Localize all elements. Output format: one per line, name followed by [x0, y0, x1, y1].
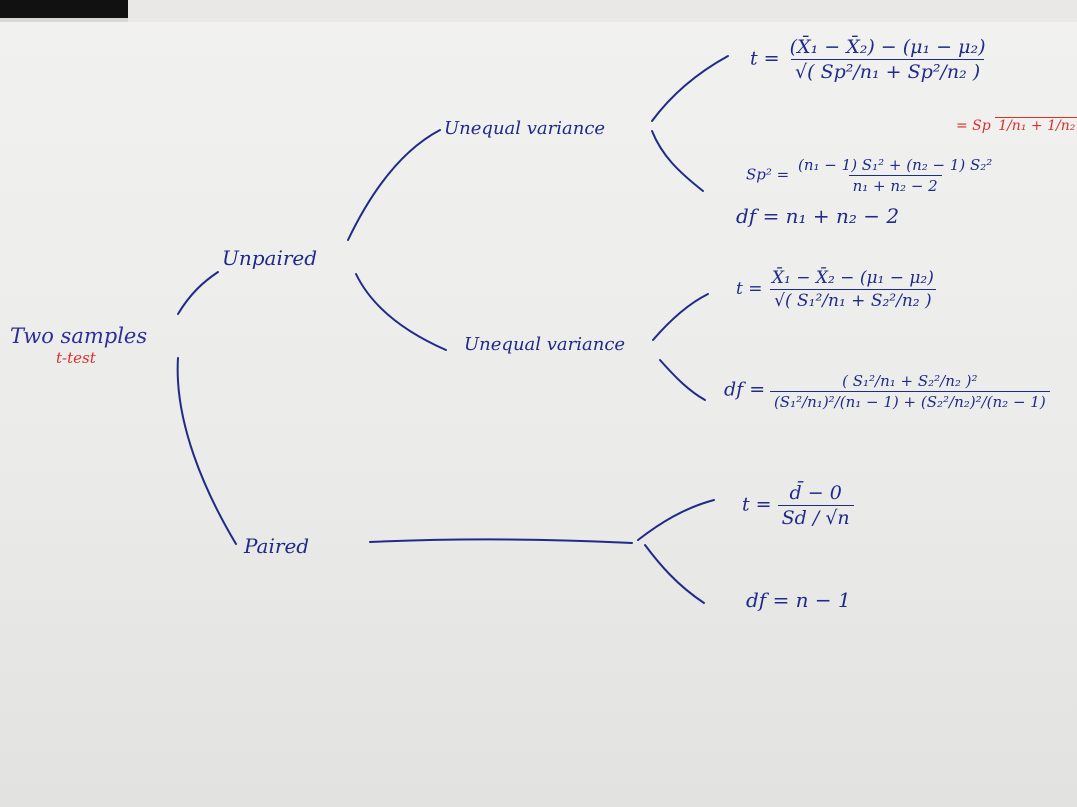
formula-t-welch: t = X̄₁ − X̄₂ − (μ₁ − μ₂) √( S₁²/n₁ + S₂… [736, 268, 938, 311]
formula-df-welch-lhs: df = [724, 378, 766, 401]
line-unequal-top-to-t [651, 55, 729, 122]
line-unequal-top-to-sp [651, 130, 704, 192]
line-root-to-unpaired [177, 271, 219, 315]
formula-t-paired-numerator: d̄ − 0 [789, 482, 842, 504]
formula-t-pooled-lhs: t = [750, 47, 780, 70]
line-unequal-bottom-to-df [659, 359, 706, 401]
fraction: X̄₁ − X̄₂ − (μ₁ − μ₂) √( S₁²/n₁ + S₂²/n₂… [768, 268, 938, 311]
line-paired-to-df [644, 544, 705, 604]
tree-connector-lines [176, 55, 729, 604]
alt-sqrt-term: 1/n₁ + 1/n₂ [995, 117, 1077, 134]
formula-t-welch-numerator: X̄₁ − X̄₂ − (μ₁ − μ₂) [771, 268, 934, 288]
formula-sp-lhs: Sp² = [746, 165, 790, 184]
formula-pooled-variance: Sp² = (n₁ − 1) S₁² + (n₂ − 1) S₂² n₁ + n… [746, 156, 996, 195]
fraction: (n₁ − 1) S₁² + (n₂ − 1) S₂² n₁ + n₂ − 2 [794, 156, 996, 195]
formula-t-welch-denominator: √( S₁²/n₁ + S₂²/n₂ ) [770, 289, 936, 311]
formula-t-paired-denominator: Sd / √n [777, 505, 854, 529]
alt-equals-sp: = Sp [956, 118, 991, 134]
node-unequal-variance-bottom: Unequal variance [464, 334, 626, 355]
formula-sp-numerator: (n₁ − 1) S₁² + (n₂ − 1) S₂² [798, 156, 993, 174]
line-root-to-paired [176, 357, 237, 545]
formula-sp-denominator: n₁ + n₂ − 2 [848, 175, 942, 195]
formula-df-pooled: df = n₁ + n₂ − 2 [736, 204, 900, 228]
formula-df-paired: df = n − 1 [746, 588, 851, 612]
node-unpaired: Unpaired [222, 246, 318, 270]
formula-t-welch-lhs: t = [736, 279, 763, 299]
node-unequal-variance-top: Unequal variance [444, 118, 606, 139]
dark-corner-edge [0, 0, 128, 18]
formula-t-pooled-alternative: = Sp 1/n₁ + 1/n₂ [956, 117, 1077, 134]
whiteboard-paper: Two samples t-test Unpaired Paired Unequ… [0, 22, 1077, 807]
formula-df-welch: df = ( S₁²/n₁ + S₂²/n₂ )² (S₁²/n₁)²/(n₁ … [724, 372, 1050, 411]
line-unpaired-to-unequal-top [347, 129, 441, 241]
formula-df-welch-numerator: ( S₁²/n₁ + S₂²/n₂ )² [842, 372, 978, 390]
root-node-subtitle: t-test [56, 349, 96, 367]
line-unpaired-to-unequal-bottom [355, 273, 447, 351]
formula-t-pooled: t = (X̄₁ − X̄₂) − (μ₁ − μ₂) √( Sp²/n₁ + … [750, 36, 990, 83]
formula-t-paired: t = d̄ − 0 Sd / √n [742, 482, 854, 529]
line-paired-to-split [369, 538, 633, 544]
line-paired-to-t [637, 499, 715, 541]
formula-t-pooled-denominator: √( Sp²/n₁ + Sp²/n₂ ) [791, 59, 985, 83]
line-unequal-bottom-to-t [652, 293, 709, 341]
node-paired: Paired [244, 534, 310, 558]
formula-df-welch-denominator: (S₁²/n₁)²/(n₁ − 1) + (S₂²/n₂)²/(n₂ − 1) [769, 391, 1050, 411]
fraction: (X̄₁ − X̄₂) − (μ₁ − μ₂) √( Sp²/n₁ + Sp²/… [786, 36, 990, 83]
fraction: ( S₁²/n₁ + S₂²/n₂ )² (S₁²/n₁)²/(n₁ − 1) … [769, 372, 1050, 411]
formula-t-paired-lhs: t = [742, 493, 772, 516]
fraction: d̄ − 0 Sd / √n [777, 482, 854, 529]
root-node-two-samples: Two samples [10, 324, 148, 348]
paper-edge [128, 0, 1077, 22]
formula-t-pooled-numerator: (X̄₁ − X̄₂) − (μ₁ − μ₂) [789, 36, 986, 58]
